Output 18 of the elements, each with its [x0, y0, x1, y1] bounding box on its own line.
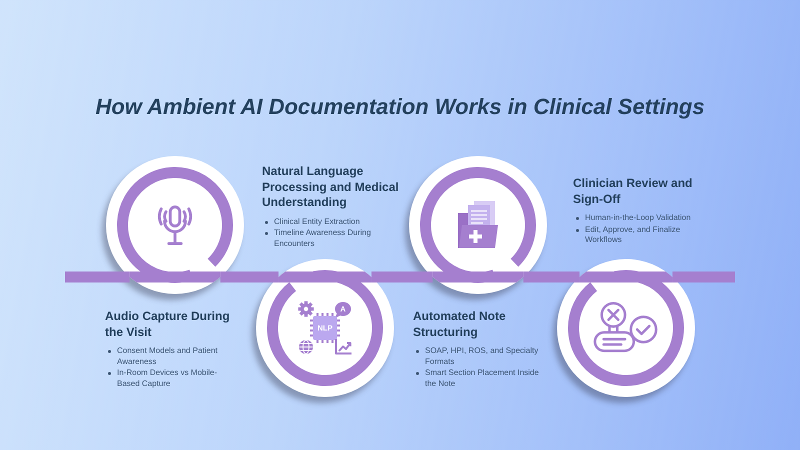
bullet-text: Consent Models and Patient Awareness	[117, 346, 219, 367]
ribbon-connector	[65, 272, 130, 282]
bullet-text: Smart Section Placement Inside the Note	[425, 368, 540, 389]
bullet-text: Edit, Approve, and Finalize Workflows	[585, 224, 682, 246]
diagram-title: How Ambient AI Documentation Works in Clinical Settings	[95, 94, 705, 120]
bullet-text: Human-in-the-Loop Validation	[585, 213, 691, 224]
bullet-text: Timeline Awareness During Encounters	[274, 228, 372, 249]
bullet-text: Clinical Entity Extraction	[274, 216, 360, 227]
step-heading: Automated Note Structuring	[413, 309, 507, 340]
ribbon-connector	[523, 272, 580, 282]
step-heading: Audio Capture During the Visit	[105, 309, 231, 340]
bullet-text: SOAP, HPI, ROS, and Specialty Formats	[425, 346, 540, 367]
ribbon-connector	[220, 272, 279, 282]
ribbon-connector	[672, 272, 735, 282]
bullet-text: In-Room Devices vs Mobile-Based Capture	[117, 368, 218, 389]
ribbon-connector	[371, 272, 433, 282]
step-heading: Clinician Review and Sign-Off	[573, 176, 694, 207]
step-heading: Natural Language Processing and Medical Understanding	[262, 164, 400, 210]
